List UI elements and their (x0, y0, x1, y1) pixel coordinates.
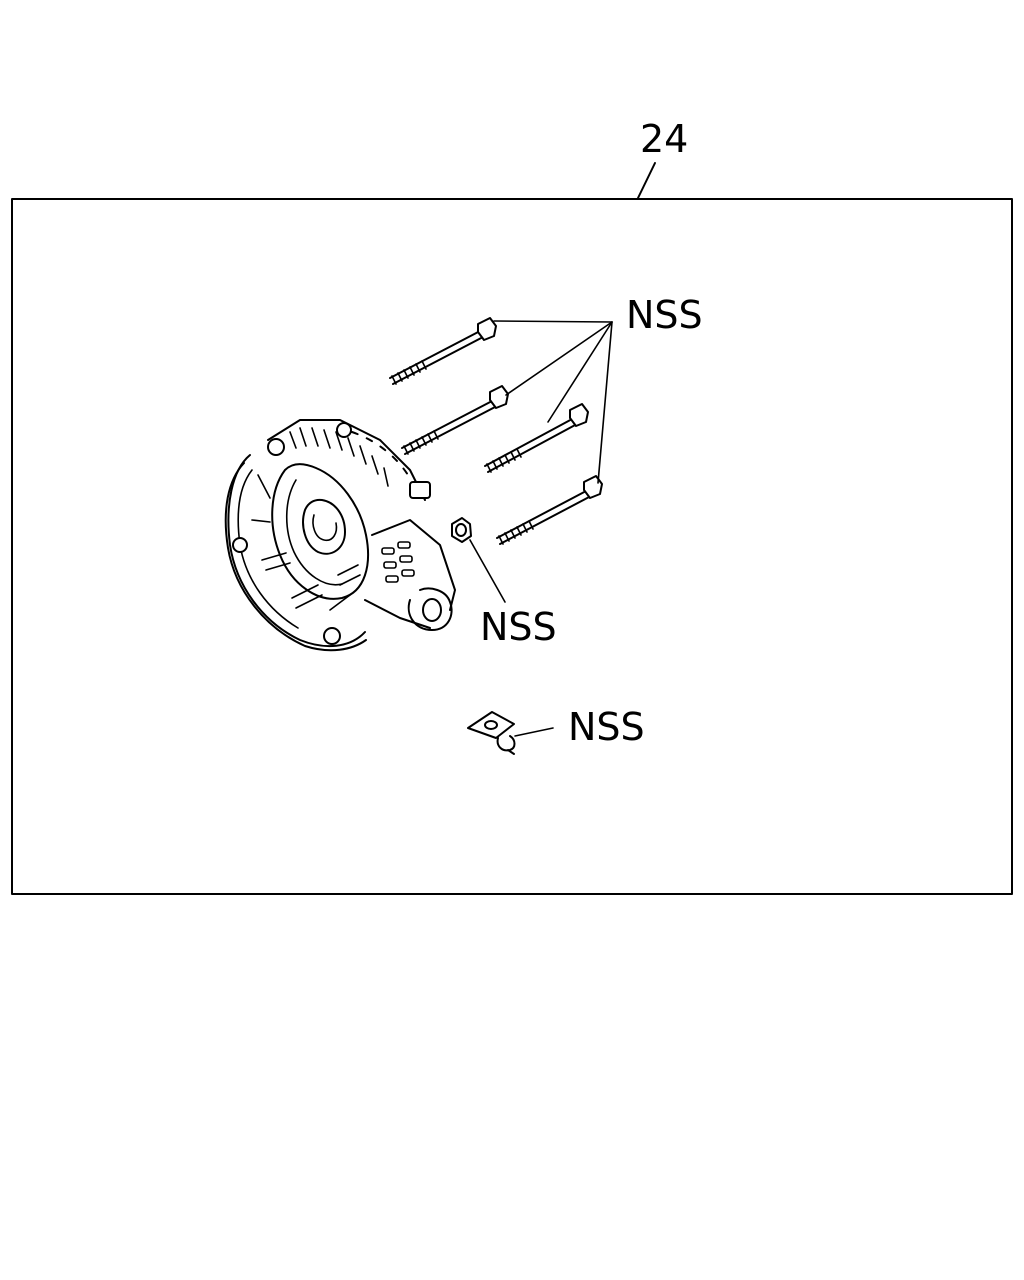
terminal-bracket (467, 711, 516, 755)
callout-nut-label: NSS (480, 605, 557, 649)
through-bolt-1 (389, 317, 497, 385)
callout-nut-leader (469, 539, 506, 603)
callout-bracket-leader (514, 727, 554, 737)
through-bolt-4 (496, 475, 603, 545)
callout-bolts-leaders (493, 320, 613, 484)
hex-nut (451, 517, 472, 543)
diagram-frame (11, 198, 1013, 895)
alternator-end-frame (224, 419, 456, 652)
through-bolt-3 (484, 403, 589, 473)
callout-bolts-label: NSS (626, 293, 703, 337)
callout-assembly-number: 24 (640, 117, 688, 161)
through-bolt-2 (401, 385, 509, 455)
callout-assembly-leader (637, 162, 656, 199)
callout-bracket-label: NSS (568, 705, 645, 749)
